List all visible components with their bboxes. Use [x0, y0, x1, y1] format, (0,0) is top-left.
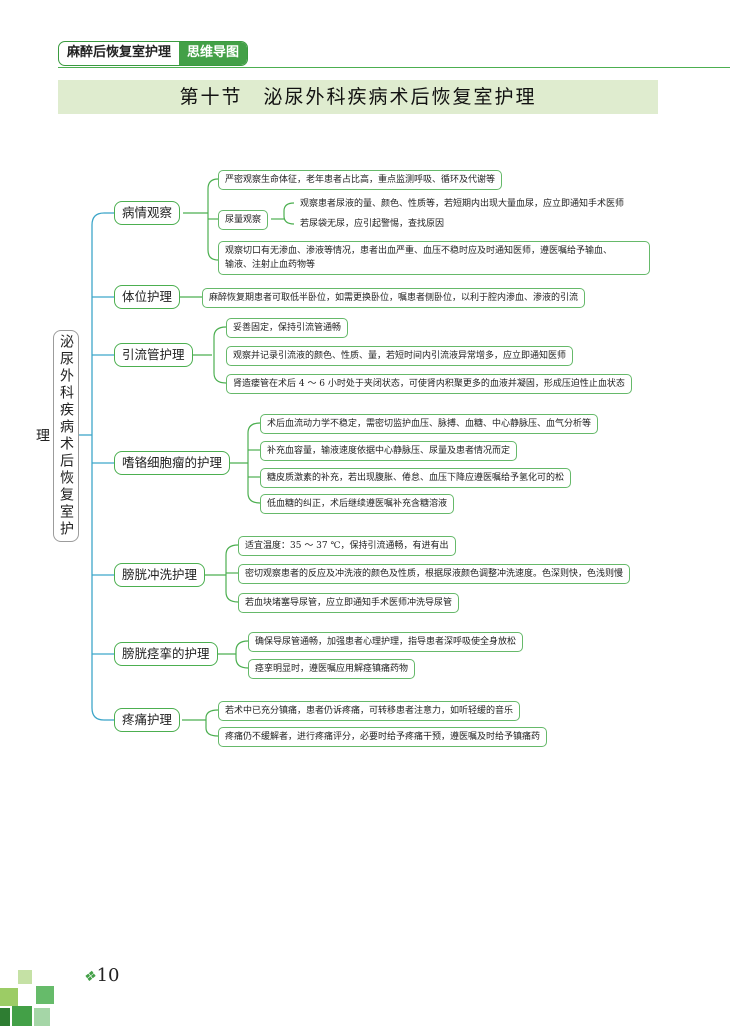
leaf-drainage-1: 妥善固定，保持引流管通畅: [226, 318, 349, 338]
leaf-pheo-1: 术后血流动力学不稳定，需密切监护血压、脉搏、血糖、中心静脉压、血气分析等: [260, 414, 599, 434]
branch-pheochromocytoma-care: 嗜铬细胞瘤的护理: [114, 451, 231, 475]
page-number: ❖10: [83, 965, 120, 986]
urine-sub-1: 观察患者尿液的量、颜色、性质等，若短期内出现大量血尿，应立即通知手术医师: [300, 199, 625, 209]
leaf-pheo-4: 低血糖的纠正，术后继续遵医嘱补充含糖溶液: [260, 494, 455, 514]
book-header-tab: 麻醉后恢复室护理 思维导图: [58, 41, 249, 66]
leaf-drainage-2: 观察并记录引流液的颜色、性质、量，若短时间内引流液异常增多，应立即通知医师: [226, 346, 574, 366]
leaf-incision-observation: 观察切口有无渗血、渗液等情况，患者出血严重、血压不稳时应及时通知医师，遵医嘱给予…: [218, 241, 650, 275]
header-divider: [58, 67, 730, 68]
leaf-spasm-2: 痉挛明显时，遵医嘱应用解痉镇痛药物: [248, 659, 416, 679]
corner-decoration: [0, 970, 54, 1026]
leaf-position: 麻醉恢复期患者可取低半卧位，如需更换卧位，嘱患者侧卧位，以利于腔内渗血、渗液的引…: [202, 288, 586, 308]
branch-condition-observation: 病情观察: [114, 201, 181, 225]
mindmap-root: 泌尿外科疾病术后恢复室护理: [34, 330, 79, 542]
leaf-pheo-2: 补充血容量，输液速度依据中心静脉压、尿量及患者情况而定: [260, 441, 518, 461]
leaf-drainage-3: 肾造瘘管在术后 4 ～ 6 小时处于夹闭状态，可使肾内积聚更多的血液并凝固，形成…: [226, 374, 632, 394]
mindmap-tag: 思维导图: [179, 42, 248, 65]
urine-sub-2: 若尿袋无尿，应引起警惕，查找原因: [300, 219, 445, 229]
page-mark-icon: ❖: [83, 969, 96, 985]
leaf-incision-line-1: 观察切口有无渗血、渗液等情况，患者出血严重、血压不稳时应及时通知医师，遵医嘱给予…: [225, 246, 613, 256]
leaf-pain-1: 若术中已充分镇痛，患者仍诉疼痛，可转移患者注意力，如听轻缓的音乐: [218, 701, 521, 721]
leaf-pain-2: 疼痛仍不缓解者，进行疼痛评分，必要时给予疼痛干预，遵医嘱及时给予镇痛药: [218, 727, 548, 747]
leaf-irrigation-2: 密切观察患者的反应及冲洗液的颜色及性质，根据尿液颜色调整冲洗速度。色深则快，色浅…: [238, 564, 631, 584]
branch-drainage-care: 引流管护理: [114, 343, 193, 367]
leaf-pheo-3: 糖皮质激素的补充，若出现腹胀、倦怠、血压下降应遵医嘱给予氢化可的松: [260, 468, 572, 488]
leaf-vital-signs: 严密观察生命体征，老年患者占比高，重点监测呼吸、循环及代谢等: [218, 170, 503, 190]
branch-bladder-irrigation: 膀胱冲洗护理: [114, 563, 206, 587]
leaf-urine-observation: 尿量观察: [218, 210, 269, 230]
book-title: 麻醉后恢复室护理: [67, 45, 172, 60]
branch-position-care: 体位护理: [114, 285, 181, 309]
leaf-irrigation-1: 适宜温度：35 ～ 37 ℃，保持引流通畅，有进有出: [238, 536, 456, 556]
leaf-irrigation-3: 若血块堵塞导尿管，应立即通知手术医师冲洗导尿管: [238, 593, 460, 613]
section-title: 第十节 泌尿外科疾病术后恢复室护理: [58, 80, 658, 114]
leaf-incision-line-2: 输液、注射止血药物等: [225, 260, 316, 270]
leaf-spasm-1: 确保导尿管通畅，加强患者心理护理，指导患者深呼吸使全身放松: [248, 632, 524, 652]
branch-pain-care: 疼痛护理: [114, 708, 181, 732]
branch-bladder-spasm: 膀胱痉挛的护理: [114, 642, 218, 666]
